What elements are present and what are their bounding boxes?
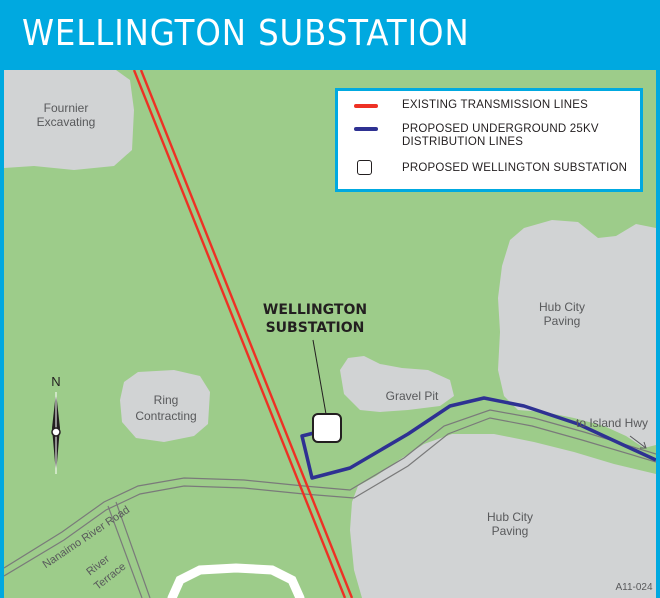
proposed-substation-marker[interactable]: [312, 413, 342, 443]
hub-city-paving-south-area: [350, 434, 656, 598]
label-fournier-line2: Excavating: [37, 115, 96, 129]
legend-label-underground-line1: PROPOSED UNDERGROUND 25KV: [402, 123, 599, 135]
callout-substation-line2: SUBSTATION: [266, 320, 365, 336]
river-terrace-road[interactable]: [107, 501, 151, 598]
hub-city-paving-north-area: [498, 220, 656, 448]
label-ring-line2: Contracting: [135, 409, 196, 423]
legend-label-underground-line2: DISTRIBUTION LINES: [402, 136, 524, 148]
legend-swatch-red-line: [354, 104, 378, 108]
nanaimo-river-road[interactable]: [4, 409, 656, 577]
existing-transmission-line[interactable]: [132, 70, 354, 598]
to-island-hwy-arrow: [629, 435, 647, 449]
legend-item-substation: PROPOSED WELLINGTON SUBSTATION: [338, 157, 640, 179]
label-gravel-pit: Gravel Pit: [386, 389, 439, 403]
label-hub-city-south-line1: Hub City: [487, 510, 533, 524]
proposed-underground-line[interactable]: [300, 396, 656, 480]
label-fournier-line1: Fournier: [44, 101, 89, 115]
legend-item-underground: PROPOSED UNDERGROUND 25KV DISTRIBUTION L…: [338, 121, 640, 151]
north-arrow-icon: [51, 392, 61, 474]
callout-substation-line1: WELLINGTON: [263, 302, 367, 318]
legend-label-substation: PROPOSED WELLINGTON SUBSTATION: [402, 162, 628, 174]
label-hub-city-south-line2: Paving: [492, 524, 529, 538]
label-north: N: [51, 374, 60, 389]
label-hub-city-north-line1: Hub City: [539, 300, 585, 314]
title-bar: WELLINGTON SUBSTATION: [0, 0, 660, 70]
legend-swatch-blue-line: [354, 127, 378, 131]
label-ring-line1: Ring: [154, 393, 179, 407]
legend-label-transmission: EXISTING TRANSMISSION LINES: [402, 99, 589, 111]
callout-leader-line: [312, 339, 327, 415]
river-terrace-loop: [167, 563, 305, 598]
legend: EXISTING TRANSMISSION LINES PROPOSED UND…: [335, 88, 643, 192]
page-title: WELLINGTON SUBSTATION: [22, 13, 470, 54]
label-map-code: A11-024: [615, 582, 653, 593]
fournier-excavating-area: [4, 70, 134, 170]
label-to-island-hwy: to Island Hwy: [576, 416, 648, 430]
gravel-pit-area: [340, 356, 454, 412]
legend-item-transmission: EXISTING TRANSMISSION LINES: [338, 97, 640, 115]
map-area[interactable]: Fournier Excavating Hub City Paving Grav…: [4, 70, 656, 598]
legend-swatch-square: [357, 160, 372, 175]
ring-contracting-area: [120, 370, 210, 442]
label-hub-city-north-line2: Paving: [544, 314, 581, 328]
